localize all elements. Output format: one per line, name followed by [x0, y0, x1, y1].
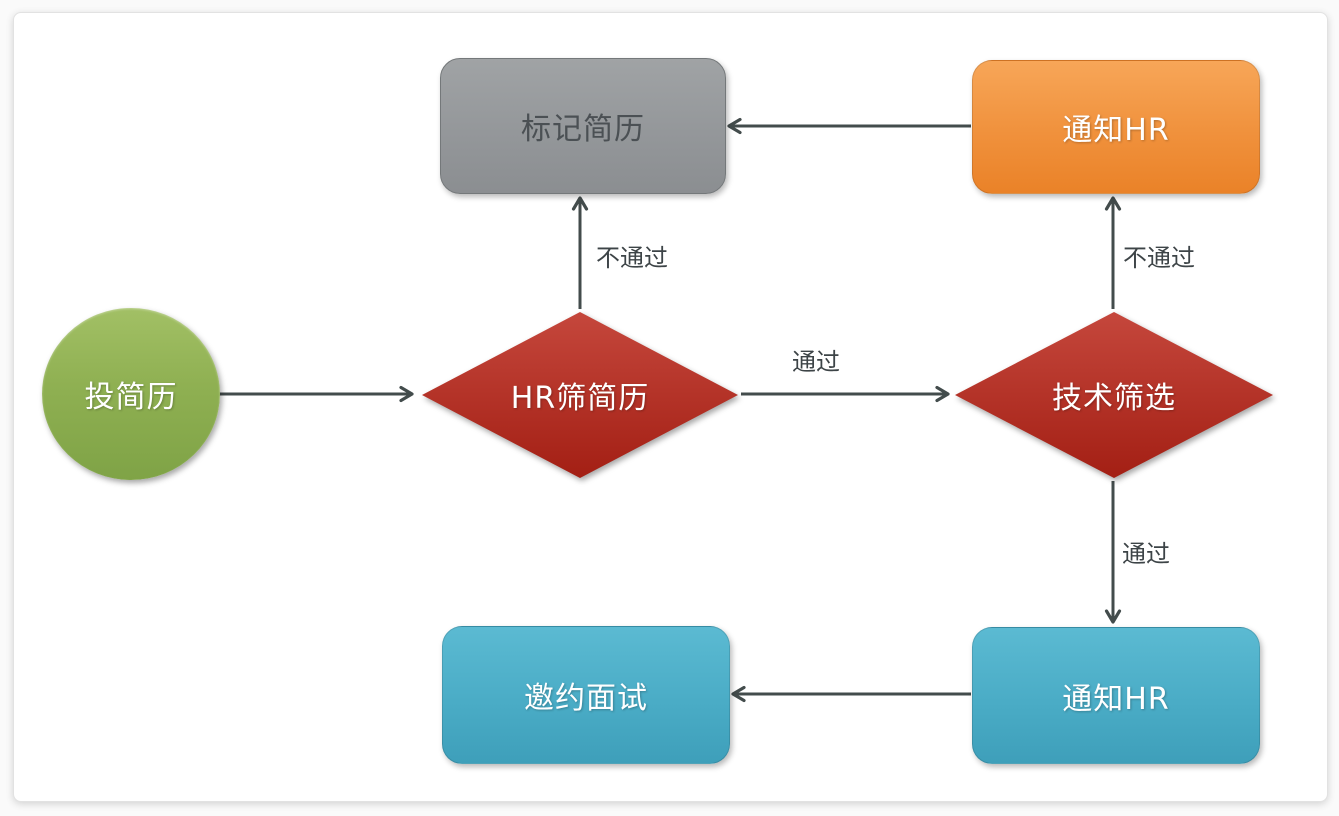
node-start-label: 投简历	[84, 380, 178, 415]
node-notify-hr-bottom: 通知HR	[972, 627, 1260, 764]
node-invite-interview-label: 邀约面试	[524, 681, 648, 716]
edge-label-tech-pass: 通过	[1122, 540, 1170, 568]
decision-diamond-shape	[422, 312, 738, 478]
edge-label-hr-pass: 通过	[792, 348, 840, 376]
decision-diamond-shape	[955, 312, 1273, 478]
node-mark-resume: 标记简历	[440, 58, 726, 194]
edge-label-hr-fail: 不通过	[596, 244, 668, 272]
node-tech-screen-label: 技术筛选	[1052, 381, 1176, 416]
edge-label-tech-fail: 不通过	[1123, 244, 1195, 272]
node-hr-screen: HR筛简历	[420, 310, 740, 480]
node-mark-resume-label: 标记简历	[521, 112, 645, 147]
node-notify-hr-bottom-label: 通知HR	[1062, 681, 1170, 717]
node-notify-hr-top: 通知HR	[972, 60, 1260, 194]
node-start: 投简历	[42, 308, 220, 480]
node-invite-interview: 邀约面试	[442, 626, 730, 764]
node-hr-screen-label: HR筛简历	[510, 381, 650, 416]
node-tech-screen: 技术筛选	[953, 310, 1275, 480]
node-notify-hr-top-label: 通知HR	[1062, 113, 1170, 148]
